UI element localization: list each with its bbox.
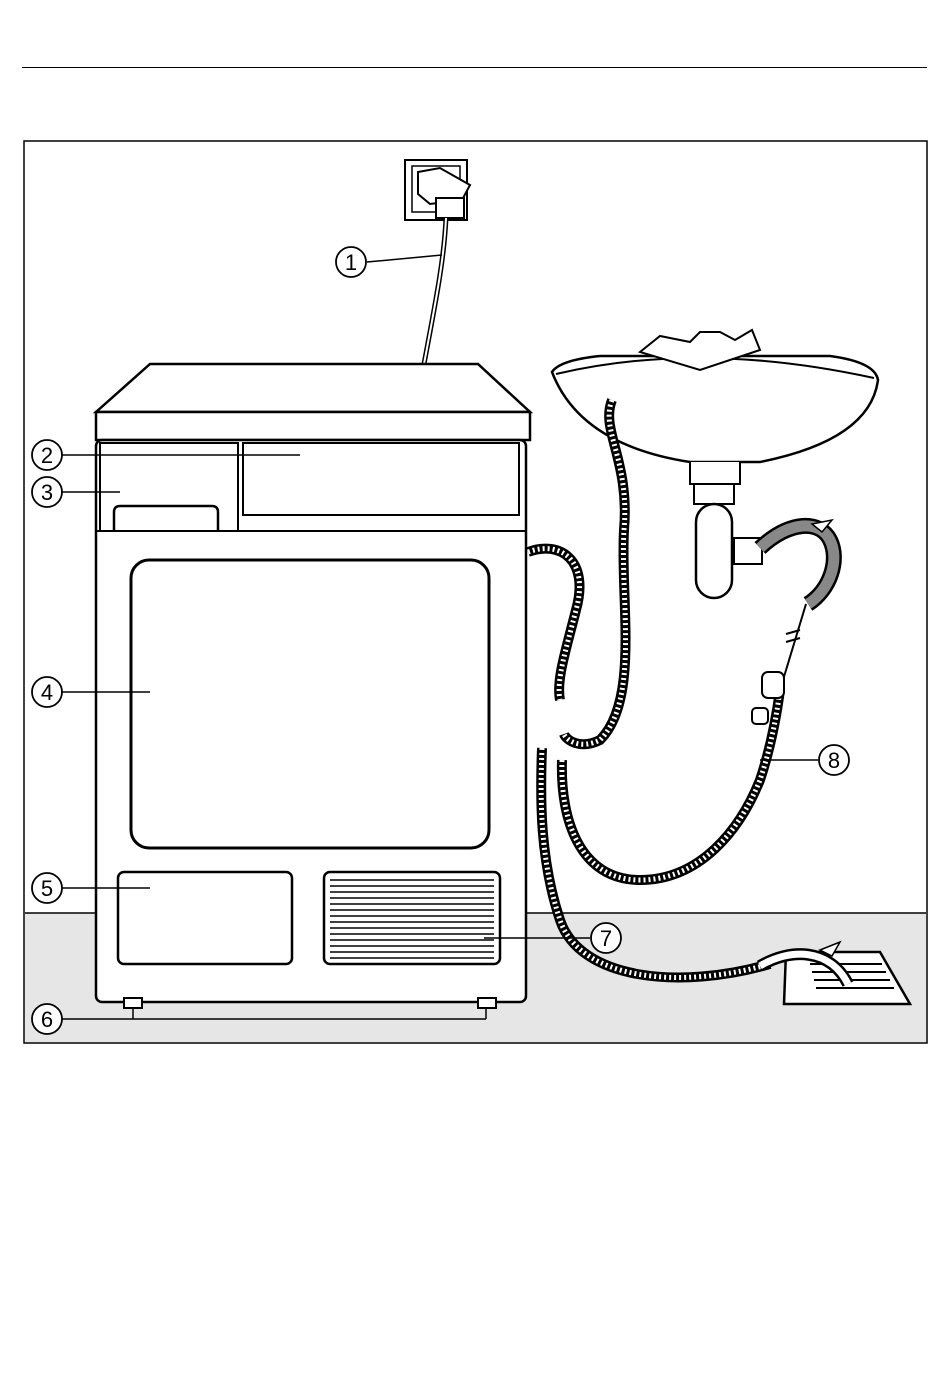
callout-8-label: 8 xyxy=(828,748,840,773)
callout-6-label: 6 xyxy=(41,1007,53,1032)
callout-1-label: 1 xyxy=(345,250,357,275)
callout-4-label: 4 xyxy=(41,680,53,705)
callout-3: 3 xyxy=(32,477,62,507)
foot-right xyxy=(478,998,496,1008)
callout-2: 2 xyxy=(32,440,62,470)
wall-socket xyxy=(405,160,470,220)
callout-7: 7 xyxy=(591,923,621,953)
callout-8: 8 xyxy=(819,745,849,775)
callout-3-label: 3 xyxy=(41,480,53,505)
callout-6: 6 xyxy=(32,1004,62,1034)
heat-exchanger-flap xyxy=(118,872,292,964)
callout-2-label: 2 xyxy=(41,443,53,468)
dryer xyxy=(96,364,530,1008)
foot-left xyxy=(124,998,142,1008)
ventilation-grille xyxy=(324,872,500,964)
callout-1: 1 xyxy=(336,247,366,277)
callout-5-label: 5 xyxy=(41,876,53,901)
callout-4: 4 xyxy=(32,677,62,707)
control-panel xyxy=(243,443,519,515)
door xyxy=(131,560,489,848)
callout-5: 5 xyxy=(32,873,62,903)
callout-7-label: 7 xyxy=(600,926,612,951)
